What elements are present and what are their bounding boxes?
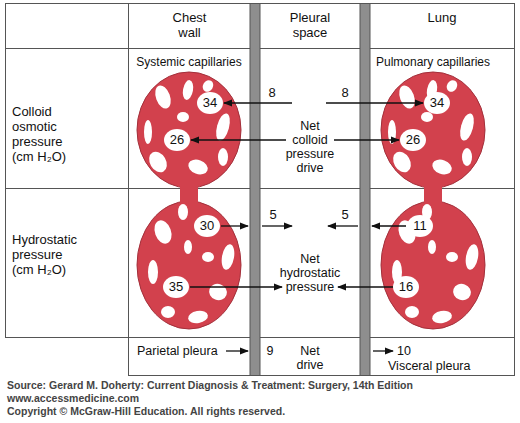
capillary-shape (128, 52, 250, 334)
pressure-value: 34 (424, 92, 450, 114)
column-header: Lung (402, 10, 482, 25)
pressure-value: 8 (262, 85, 282, 100)
arrow-group (190, 103, 423, 351)
capillary-bulb (137, 72, 241, 188)
pressure-value: 9 (262, 344, 278, 358)
pressure-value: 26 (164, 129, 190, 151)
column-header: Chest wall (167, 10, 212, 40)
pressure-value: 11 (407, 215, 433, 237)
vessel-gap (207, 281, 229, 302)
vessel-gap (181, 79, 194, 100)
vessel-gap (388, 120, 396, 144)
pressure-value: 10 (397, 344, 421, 358)
column-header: Pleural space (280, 10, 340, 40)
vessel-gap (445, 78, 460, 93)
vessel-gap (148, 260, 158, 284)
arrow-line (373, 350, 393, 351)
callout-number: 26 (406, 132, 420, 147)
vessel-gap (202, 252, 214, 262)
net-label: Net colloid pressure drive (284, 119, 336, 175)
vessel-gap (220, 243, 236, 271)
callout-number: 34 (203, 95, 217, 110)
vessel-gap (177, 112, 189, 122)
vessel-gap (178, 204, 188, 220)
vessel-gap (146, 148, 171, 175)
vessel-gap (152, 83, 173, 110)
vessel-gap (451, 281, 473, 302)
arrow-line (190, 286, 282, 287)
pressure-value: 26 (400, 129, 426, 151)
vessel-gap (421, 112, 433, 122)
arrow-line (262, 225, 292, 226)
capillary-title: Systemic capillaries (128, 55, 250, 69)
arrow-line (224, 102, 292, 103)
vessel-gap (390, 148, 415, 175)
pressure-value: 35 (163, 276, 189, 298)
vessel-gap (458, 112, 477, 142)
vessel-gap (431, 309, 453, 324)
callout-number: 26 (170, 132, 184, 147)
vessel-gap (446, 252, 458, 262)
arrow-line (226, 350, 248, 351)
arrow-line (191, 139, 286, 140)
vessel-gap (464, 243, 480, 271)
vessel-gap (184, 240, 192, 254)
vessel-gap (430, 157, 454, 177)
capillary-bulb (381, 72, 485, 188)
pressure-value: 34 (197, 92, 223, 114)
capillary-title: Pulmonary capillaries (372, 55, 494, 69)
capillary-node: Systemic capillaries 34 26 30 35 (128, 52, 250, 334)
pleura-bar (360, 4, 370, 376)
column-divider (128, 3, 129, 376)
source-note: www.accessmedicine.com (7, 392, 517, 405)
callout-number: 34 (430, 95, 444, 110)
net-drive-row (129, 338, 515, 376)
arrow-line (372, 225, 406, 226)
callout-number: 30 (200, 218, 214, 233)
pleura-name: Visceral pleura (388, 359, 498, 373)
arrow-line (338, 286, 393, 287)
row-header: Colloid osmotic pressure (cm H₂O) (12, 104, 82, 164)
callout-number: 16 (399, 279, 413, 294)
net-label: Net drive (292, 344, 328, 372)
pressure-value: 5 (263, 207, 283, 222)
pressure-value: 5 (335, 207, 355, 222)
pressure-value: 16 (393, 276, 419, 298)
vessel-gap (151, 218, 174, 246)
callout-number: 35 (169, 279, 183, 294)
source-note: Source: Gerard M. Doherty: Current Diagn… (7, 379, 517, 392)
arrow-line (221, 225, 248, 226)
pressure-value: 30 (194, 215, 220, 237)
capillary-node: Pulmonary capillaries 34 26 11 16 (372, 52, 494, 334)
arrow-line (328, 225, 358, 226)
vessel-gap (187, 309, 209, 324)
vessel-gap (161, 306, 175, 318)
vessel-gap (462, 148, 472, 166)
pressure-value: 8 (335, 85, 355, 100)
callout-number: 11 (413, 218, 427, 233)
capillary-bulb (381, 201, 485, 329)
vessel-gap (218, 148, 228, 166)
capillary-bulb (137, 201, 241, 329)
arrow-line (326, 102, 423, 103)
vessel-gap (214, 112, 233, 142)
arrow-line (334, 139, 399, 140)
vessel-gap (186, 157, 210, 177)
pleura-name: Parietal pleura (137, 344, 237, 358)
vessel-gap (428, 240, 436, 254)
vessel-gap (144, 120, 152, 144)
row-header: Hydrostatic pressure (cm H₂O) (12, 232, 82, 277)
source-note: Copyright © McGraw-Hill Education. All r… (7, 405, 517, 418)
vessel-gap (396, 83, 417, 110)
pleura-bar (250, 4, 260, 376)
vessel-gap (405, 306, 419, 318)
net-label: Net hydrostatic pressure (272, 252, 348, 294)
